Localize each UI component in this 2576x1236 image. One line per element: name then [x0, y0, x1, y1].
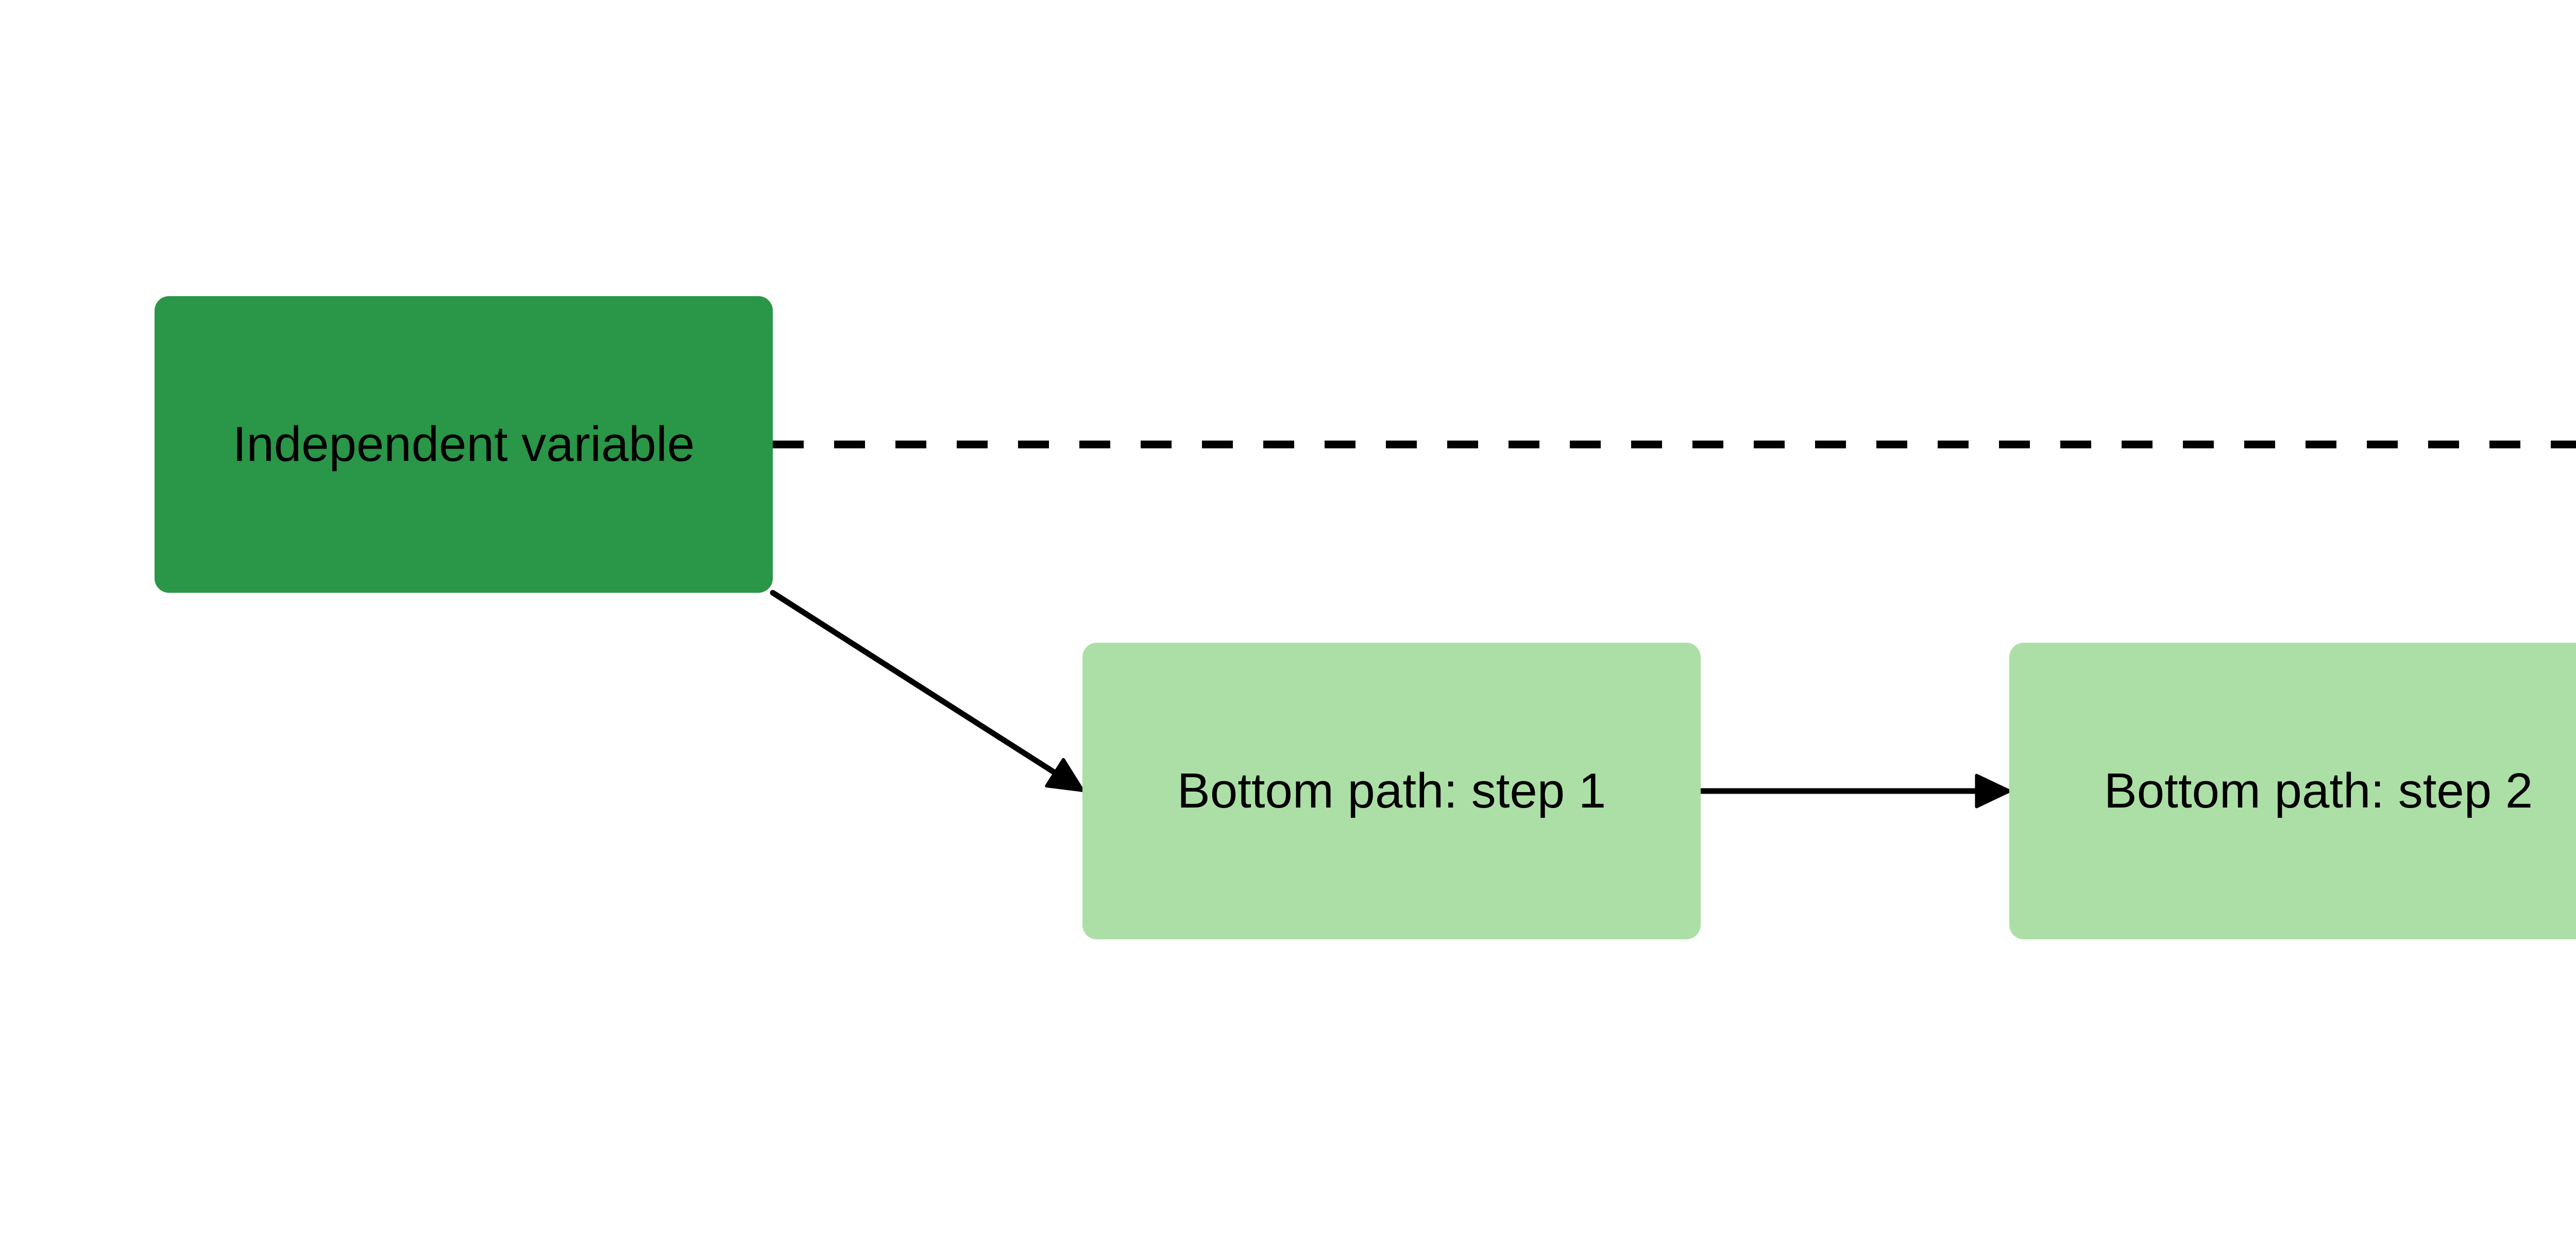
node-bottom-path-step-1-label: Bottom path: step 1	[1177, 763, 1606, 818]
edge-independent-to-step1-arrow	[770, 590, 1084, 792]
node-bottom-path-step-1: Bottom path: step 1	[1082, 643, 1701, 939]
node-bottom-path-step-2-label: Bottom path: step 2	[2104, 763, 2533, 818]
node-independent-variable-label: Independent variable	[232, 416, 695, 472]
node-independent-variable: Independent variable	[155, 296, 773, 593]
node-bottom-path-step-2: Bottom path: step 2	[2009, 643, 2576, 939]
